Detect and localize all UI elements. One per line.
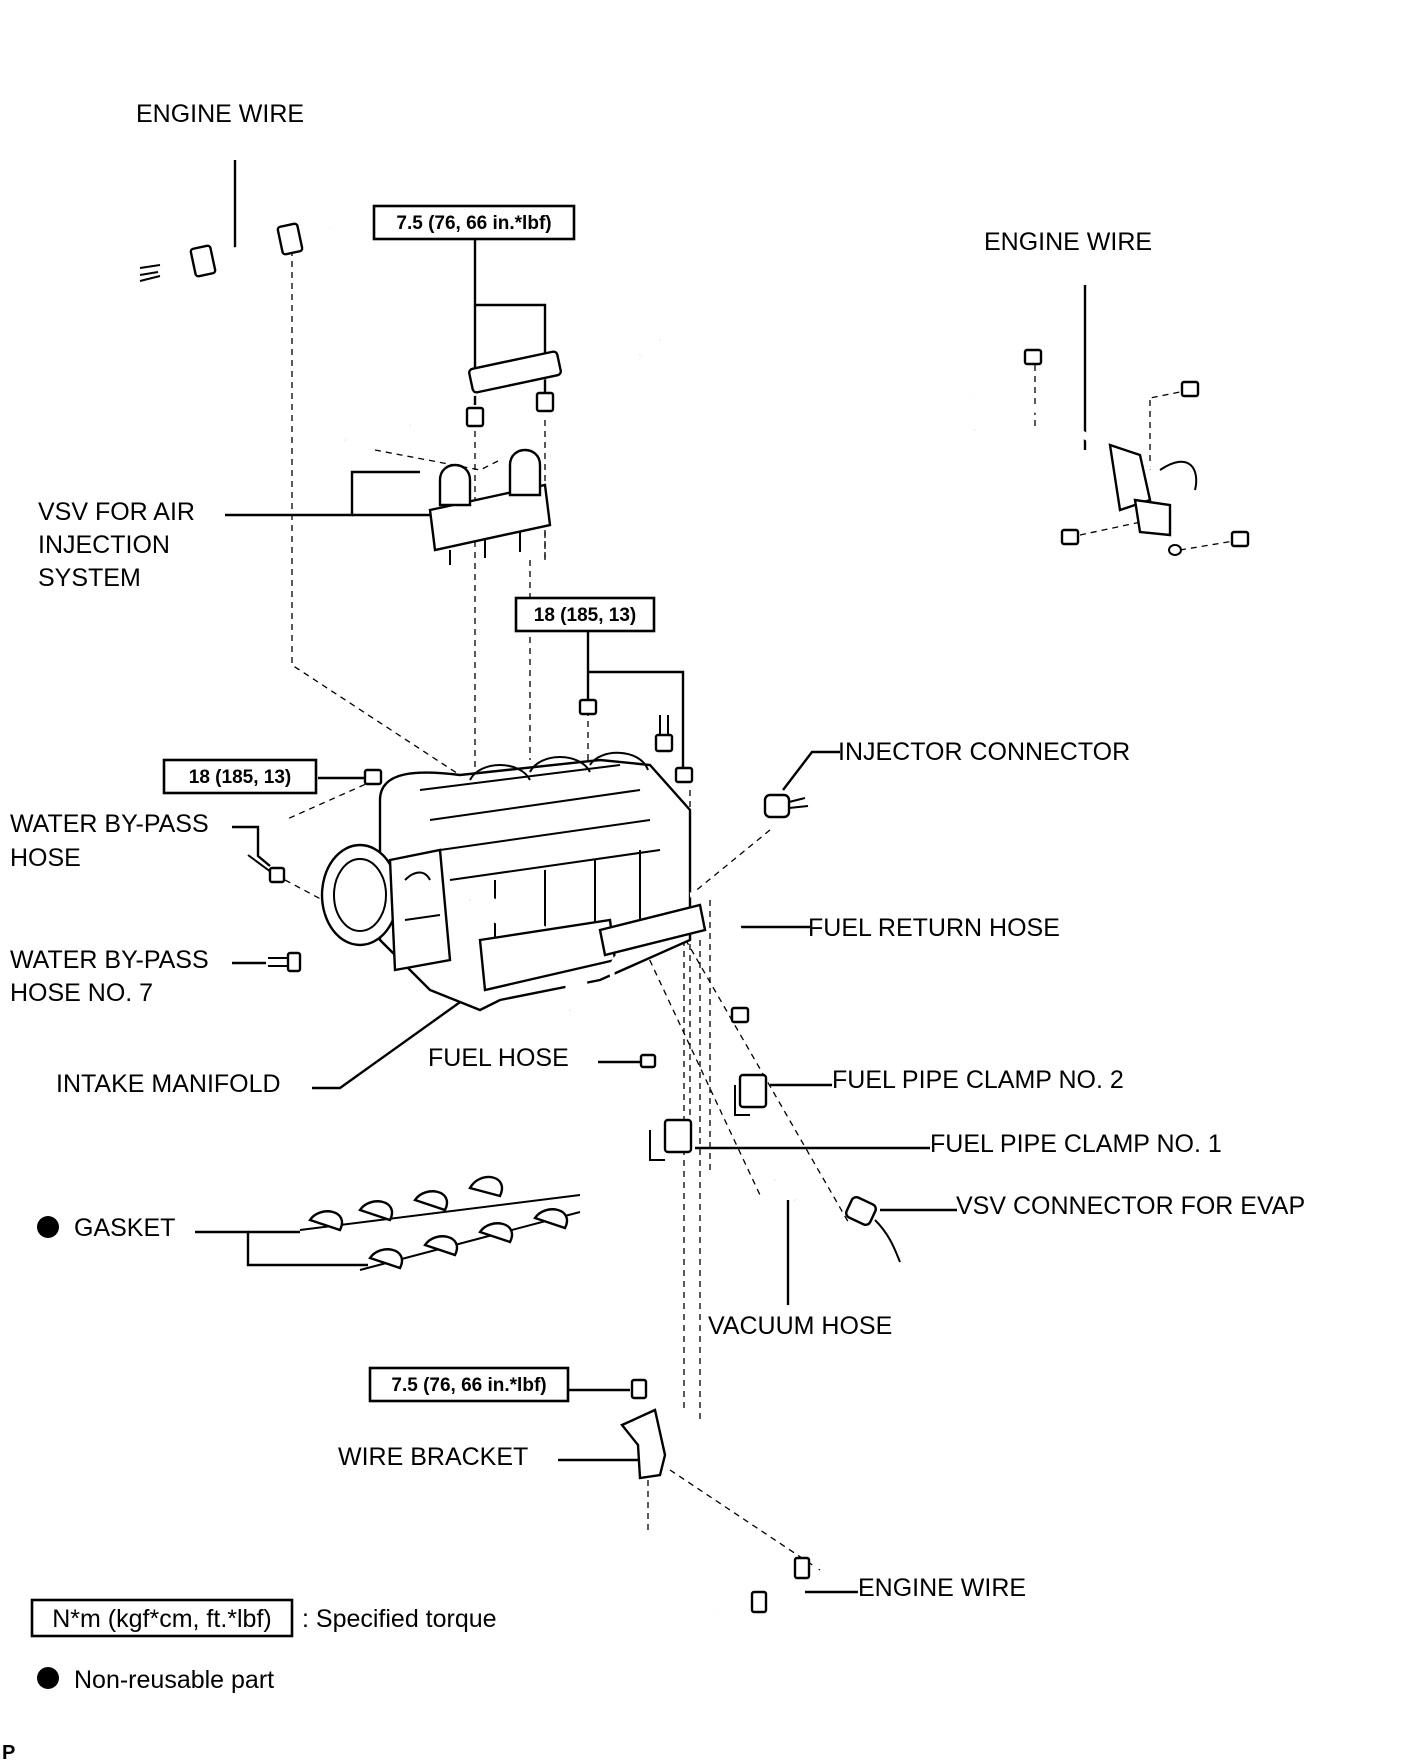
leader-lines xyxy=(195,160,1087,1594)
legend-torque-unit: N*m (kgf*cm, ft.*lbf) xyxy=(52,1605,271,1633)
torque-spec-wire-bracket: 7.5 (76, 66 in.*lbf) xyxy=(368,1366,570,1403)
wire-bracket-part xyxy=(620,1378,667,1480)
fuel-return-hose-part xyxy=(689,891,750,1024)
label-water-bypass-line2: HOSE xyxy=(10,844,81,872)
vsv-connector-evap-part xyxy=(845,1195,901,1263)
torque-text-vsv: 7.5 (76, 66 in.*lbf) xyxy=(396,213,551,234)
torque-text-manifold: 18 (185, 13) xyxy=(534,605,636,626)
label-gasket: GASKET xyxy=(74,1214,175,1242)
label-intake-manifold: INTAKE MANIFOLD xyxy=(56,1070,281,1098)
engine-wire-harness-bottom xyxy=(719,1556,822,1615)
legend-torque-box xyxy=(30,1598,294,1638)
torque-text-left-nut: 18 (185, 13) xyxy=(189,767,291,788)
label-fuel-hose: FUEL HOSE xyxy=(428,1044,569,1072)
label-vacuum-hose: VACUUM HOSE xyxy=(708,1312,892,1340)
vsv-bolts xyxy=(465,391,555,428)
label-vsv-connector-evap: VSV CONNECTOR FOR EVAP xyxy=(956,1192,1305,1220)
engine-wire-harness-top-right xyxy=(969,348,1250,556)
torque-spec-manifold-left-nut: 18 (185, 13) xyxy=(162,758,318,795)
label-water-bypass-line1: WATER BY-PASS xyxy=(10,810,209,838)
intake-manifold-body xyxy=(320,751,707,1016)
water-bypass-hose-no7-part xyxy=(268,951,302,973)
fuel-pipe-clamp-no2-part xyxy=(734,1073,768,1116)
water-bypass-hose-part xyxy=(247,854,286,884)
vsv-air-injection-module xyxy=(428,448,552,565)
label-fuel-return-hose: FUEL RETURN HOSE xyxy=(808,914,1060,942)
label-vsv-line1: VSV FOR AIR xyxy=(38,498,195,526)
torque-text-bracket: 7.5 (76, 66 in.*lbf) xyxy=(391,1375,546,1396)
label-water-bypass-no7-line1: WATER BY-PASS xyxy=(10,946,209,974)
label-injector-connector: INJECTOR CONNECTOR xyxy=(838,738,1130,766)
label-vsv-line2: INJECTION xyxy=(38,531,170,559)
vacuum-hose-part xyxy=(773,1178,797,1202)
vsv-air-injection-pipes xyxy=(337,338,661,442)
label-fuel-pipe-clamp-no2: FUEL PIPE CLAMP NO. 2 xyxy=(832,1066,1124,1094)
corner-mark: P xyxy=(2,1742,15,1763)
gasket-part xyxy=(299,1175,581,1271)
legend-non-reusable-marker xyxy=(37,1667,59,1689)
legend: N*m (kgf*cm, ft.*lbf) : Specified torque… xyxy=(30,1598,497,1694)
manifold-nuts xyxy=(363,698,694,786)
legend-torque-desc: : Specified torque xyxy=(302,1605,497,1633)
label-water-bypass-no7-line2: HOSE NO. 7 xyxy=(10,979,153,1007)
fuel-hose-part xyxy=(609,953,657,1069)
engine-wire-harness-top-left xyxy=(139,222,331,282)
label-engine-wire-top-left: ENGINE WIRE xyxy=(136,100,304,128)
fuel-pipe-clamp-no1-part xyxy=(649,1118,693,1161)
label-engine-wire-top-right: ENGINE WIRE xyxy=(984,228,1152,256)
torque-spec-manifold-nuts: 18 (185, 13) xyxy=(514,596,656,633)
legend-non-reusable-text: Non-reusable part xyxy=(74,1666,274,1694)
label-engine-wire-bottom: ENGINE WIRE xyxy=(858,1574,1026,1602)
injector-connector-part xyxy=(763,793,809,819)
label-fuel-pipe-clamp-no1: FUEL PIPE CLAMP NO. 1 xyxy=(930,1130,1222,1158)
torque-spec-vsv-bolts: 7.5 (76, 66 in.*lbf) xyxy=(372,204,576,241)
callout-labels: ENGINE WIRE ENGINE WIRE VSV FOR AIR INJE… xyxy=(10,100,1305,1602)
label-wire-bracket: WIRE BRACKET xyxy=(338,1443,528,1471)
label-vsv-line3: SYSTEM xyxy=(38,564,141,592)
non-reusable-marker-gasket xyxy=(37,1216,59,1238)
